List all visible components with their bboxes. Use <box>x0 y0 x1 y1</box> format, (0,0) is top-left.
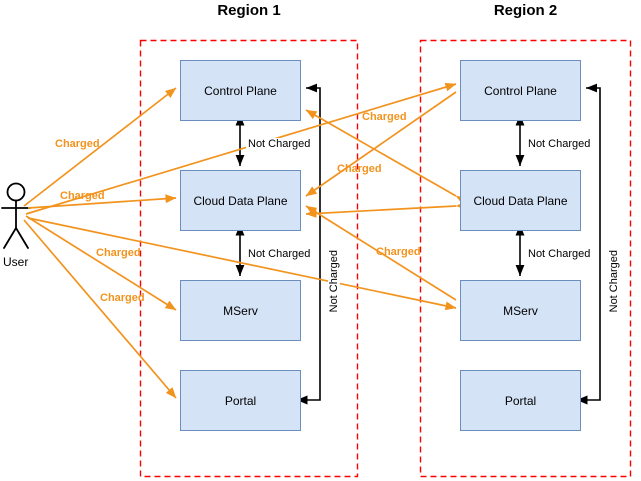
r2-node-control-plane[interactable]: Control Plane <box>460 60 581 121</box>
edge-user-to-r1-mserv <box>25 215 177 311</box>
r1-node-mserv-label: MServ <box>223 303 258 318</box>
label-charged-user-r1-mserv: Charged <box>96 247 141 259</box>
edge-cross-r2mserv-r1cdp <box>305 205 457 301</box>
r1-node-control-plane[interactable]: Control Plane <box>180 60 301 121</box>
r1-portal-cp-arrow <box>296 83 321 405</box>
actor-user-label: User <box>3 255 29 269</box>
r2-node-cloud-data-plane[interactable]: Cloud Data Plane <box>460 170 581 231</box>
r1-node-portal-label: Portal <box>224 393 257 408</box>
region-1-title: Region 1 <box>217 2 281 19</box>
edge-r1-cloud-data-plane-to-user <box>305 201 467 218</box>
r1-label-cdp-mserv: Not Charged <box>246 248 313 260</box>
r2-node-portal[interactable]: Portal <box>460 370 581 431</box>
r1-label-cp-cdp: Not Charged <box>246 138 313 150</box>
region-2-title: Region 2 <box>493 2 558 19</box>
r2-label-cp-cdp: Not Charged <box>526 138 593 150</box>
edge-user-to-r2-mserv <box>27 217 457 311</box>
edge-cross-r2cp-r1cdp <box>305 91 457 197</box>
label-charged-user-r2-control-plane: Charged <box>362 111 407 123</box>
r1-node-mserv[interactable]: MServ <box>180 280 301 341</box>
label-charged-user-r2-mserv: Charged <box>376 246 421 258</box>
r2-node-portal-label: Portal <box>504 393 537 408</box>
label-charged-user-r1-portal: Charged <box>100 292 145 304</box>
edge-user-to-r1-control-plane <box>23 87 177 207</box>
region-1-boundary <box>139 39 359 478</box>
r2-portal-cp-arrow <box>576 83 601 405</box>
edge-user-to-r1-portal <box>23 219 177 399</box>
label-charged-user-r1-cloud-data-plane: Charged <box>60 190 105 202</box>
r1-node-cloud-data-plane[interactable]: Cloud Data Plane <box>180 170 301 231</box>
r2-label-cdp-mserv: Not Charged <box>526 248 593 260</box>
r1-label-portal-cp: Not Charged <box>328 248 340 315</box>
r2-node-control-plane-label: Control Plane <box>484 83 557 98</box>
r1-node-portal[interactable]: Portal <box>180 370 301 431</box>
label-charged-user-r1-control-plane: Charged <box>55 138 100 150</box>
actor-user-icon <box>1 182 31 249</box>
r2-node-cloud-data-plane-label: Cloud Data Plane <box>473 193 568 208</box>
r1-node-control-plane-label: Control Plane <box>204 83 277 98</box>
r1-node-cloud-data-plane-label: Cloud Data Plane <box>193 193 288 208</box>
r2-node-mserv[interactable]: MServ <box>460 280 581 341</box>
r2-node-mserv-label: MServ <box>503 303 538 318</box>
region-2-boundary <box>419 39 632 478</box>
edge-r1-control-plane-to-user <box>305 109 468 206</box>
edge-user-to-r2-control-plane <box>25 82 457 215</box>
label-charged-r2-cloud-data-plane-user: Charged <box>337 163 382 175</box>
r2-label-portal-cp: Not Charged <box>608 248 620 315</box>
